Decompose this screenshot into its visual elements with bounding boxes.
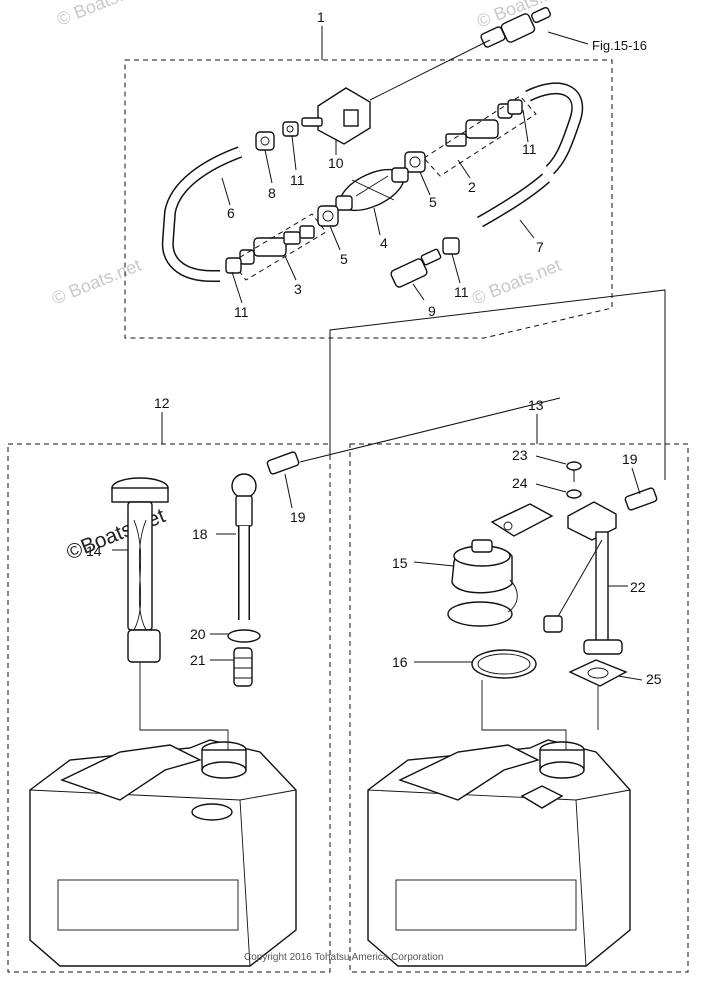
label-6: 6 (227, 205, 235, 221)
part-18-pickup (216, 473, 257, 620)
part-11-ring-c (507, 99, 523, 115)
label-11-d: 11 (454, 284, 469, 300)
label-10: 10 (328, 155, 344, 171)
part-5-ring-a (317, 205, 339, 227)
part-22-gauge (543, 501, 628, 655)
part-19-connector-left (266, 451, 300, 509)
watermark-4: © Boats.net (469, 255, 564, 309)
assembly-12-box (7, 443, 331, 973)
label-12: 12 (154, 395, 170, 411)
label-20: 20 (190, 626, 206, 642)
label-11-a: 11 (290, 172, 305, 188)
label-5-b: 5 (429, 194, 437, 210)
label-22: 22 (630, 579, 646, 595)
label-14: 14 (86, 543, 102, 559)
assembly-13-box (349, 443, 689, 973)
label-16: 16 (392, 654, 408, 670)
engine-connector (369, 6, 589, 101)
watermark-large: ©Boats.net (63, 504, 168, 564)
gasket-label (490, 503, 554, 537)
part-14-filler-cap (111, 477, 169, 663)
label-11-b: 11 (234, 304, 249, 320)
part-5-ring-b (404, 151, 426, 173)
part-15-cap (413, 539, 518, 627)
label-19-a: 19 (290, 509, 306, 525)
label-13: 13 (528, 397, 544, 413)
label-5-a: 5 (340, 251, 348, 267)
part-23-screw (535, 455, 582, 482)
part-20-oring (210, 629, 261, 643)
part-8-ring (255, 131, 275, 151)
label-4: 4 (380, 235, 388, 251)
label-15: 15 (392, 555, 408, 571)
label-21: 21 (190, 652, 206, 668)
label-24: 24 (512, 475, 528, 491)
part-7-hose (477, 174, 549, 226)
assembly-1-box (124, 59, 613, 339)
fuel-tank-left (29, 662, 297, 967)
label-18: 18 (192, 526, 208, 542)
part-11-ring-d (442, 237, 460, 255)
label-11-c: 11 (522, 141, 537, 157)
reference-fig: Fig.15-16 (592, 38, 647, 53)
label-23: 23 (512, 447, 528, 463)
label-7: 7 (536, 239, 544, 255)
watermark-1: © Boats.net (54, 0, 149, 30)
part-10-connector (301, 87, 371, 145)
part-3-connector (231, 213, 327, 281)
part-21-filter (210, 647, 253, 687)
part-9-connector (390, 248, 442, 288)
hose-upper-right (525, 83, 582, 174)
watermark-3: © Boats.net (49, 255, 144, 309)
label-9: 9 (428, 303, 436, 319)
label-3: 3 (294, 281, 302, 297)
label-19-b: 19 (622, 451, 638, 467)
part-4-primer-bulb (335, 167, 409, 212)
part-16-ring (414, 649, 537, 679)
part-11-ring-a (282, 121, 299, 137)
label-8: 8 (268, 185, 276, 201)
part-11-ring-b (225, 257, 242, 274)
label-25: 25 (646, 671, 662, 687)
part-19-connector-right (624, 467, 658, 511)
part-24-washer (535, 483, 582, 499)
part-25-gasket (568, 659, 643, 687)
label-2: 2 (468, 179, 476, 195)
label-1: 1 (317, 9, 325, 25)
fuel-tank-right (367, 680, 631, 967)
copyright: Copyright 2016 Tohatsu America Corporati… (244, 952, 443, 963)
